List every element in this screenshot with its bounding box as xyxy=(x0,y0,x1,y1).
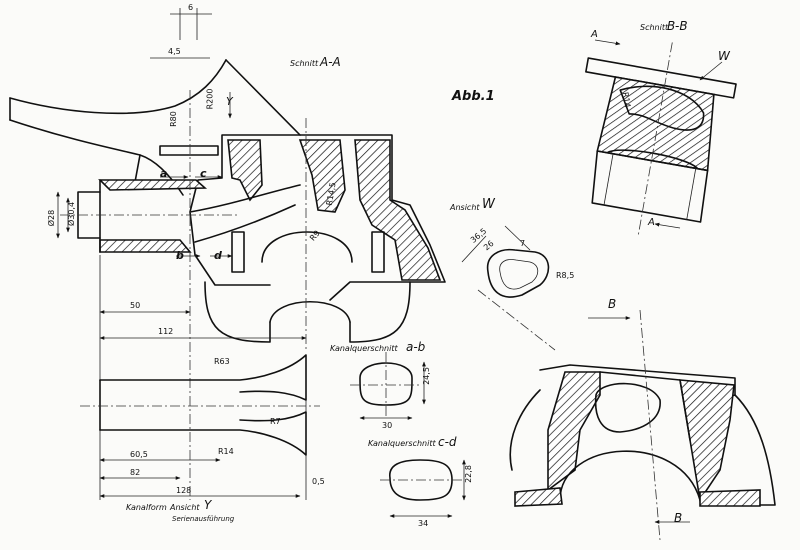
marker-b: b xyxy=(176,249,184,262)
marker-section-b-top: B xyxy=(608,297,617,311)
cylinder-wall-hatch-right xyxy=(354,139,442,281)
dim-d28: Ø28 xyxy=(47,209,57,227)
channel-ab-prefix: Kanalquerschnitt xyxy=(330,344,398,353)
transfer-channel-outer-curve xyxy=(9,59,227,115)
view-w-name: W xyxy=(482,197,495,212)
channel-cross-section-c-d xyxy=(380,459,466,518)
channel-cross-section-a-b xyxy=(350,352,426,420)
marker-y: Y xyxy=(226,95,233,108)
section-a-a-drawing xyxy=(9,8,446,500)
section-b-b-name: B-B xyxy=(667,19,688,33)
section-a-a-name: A-A xyxy=(320,55,341,69)
dim-ab-24-5: 24,5 xyxy=(421,367,431,385)
dim-r200: R200 xyxy=(205,88,215,110)
cylinder-wall-hatch-centre xyxy=(298,139,346,213)
dim-w-7: 7 xyxy=(520,239,526,248)
dim-128: 128 xyxy=(176,486,192,495)
figure-label: Abb.1 xyxy=(452,89,495,104)
dim-w-r8-5: R8,5 xyxy=(556,271,575,280)
channel-form-prefix: Kanalform xyxy=(126,503,167,512)
dim-r14: R14 xyxy=(218,447,234,456)
cylinder-wall-hatch-left xyxy=(227,139,263,202)
marker-section-a-top: A xyxy=(591,29,598,40)
channel-cd-name: c-d xyxy=(438,435,457,449)
series-note: Serienausführung xyxy=(172,515,235,523)
marker-a: a xyxy=(160,167,168,180)
channel-form-view-y xyxy=(80,354,320,456)
dim-cd-34: 34 xyxy=(418,519,429,528)
channel-form-view: Ansicht xyxy=(170,503,200,512)
transfer-channel-inner-curve xyxy=(9,119,184,196)
section-b-b-drawing xyxy=(585,42,737,235)
dim-82: 82 xyxy=(130,468,141,477)
marker-section-a-bottom: A xyxy=(648,217,655,228)
dim-6: 6 xyxy=(188,3,194,12)
view-w-drawing xyxy=(461,225,556,351)
cylinder-perspective-view xyxy=(509,309,776,541)
marker-section-b-bottom: B xyxy=(674,511,683,525)
dim-60-5: 60,5 xyxy=(130,450,148,459)
marker-c: c xyxy=(200,167,207,180)
dim-50: 50 xyxy=(130,301,141,310)
dim-0-5: 0,5 xyxy=(312,477,325,486)
view-w-prefix: Ansicht xyxy=(450,203,480,212)
channel-ab-name: a-b xyxy=(406,340,426,354)
marker-d: d xyxy=(214,249,222,262)
dim-r80: R80 xyxy=(168,111,178,127)
dim-d30-4: Ø30,4 xyxy=(67,201,77,227)
dim-b-b-r14: R14 xyxy=(620,91,633,109)
channel-cd-prefix: Kanalquerschnitt xyxy=(368,439,436,448)
dim-4-5: 4,5 xyxy=(168,47,181,56)
inlet-duct-wall-top xyxy=(98,179,208,191)
channel-form-name: Y xyxy=(204,498,212,512)
stud-bolt xyxy=(159,145,219,156)
dim-r7: R7 xyxy=(270,417,281,426)
marker-w-arrow: W xyxy=(718,49,730,63)
dim-cd-22-8: 22,8 xyxy=(463,465,473,483)
dim-112: 112 xyxy=(158,327,174,336)
dim-ab-30: 30 xyxy=(382,421,393,430)
dim-r63: R63 xyxy=(214,357,230,366)
section-b-b-prefix: Schnitt xyxy=(640,23,669,32)
section-a-a-prefix: Schnitt xyxy=(290,59,319,68)
crankcase-bore-arc xyxy=(261,231,353,263)
